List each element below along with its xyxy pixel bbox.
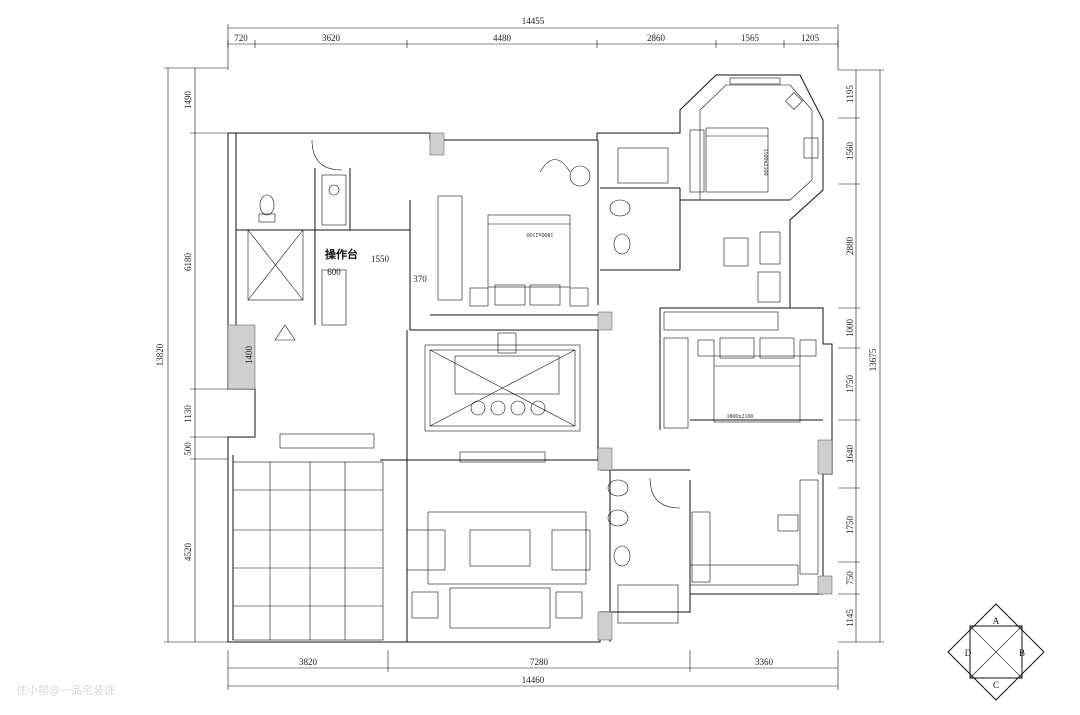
dining-area: [424, 332, 581, 432]
dim-top-seg: 2860: [647, 33, 666, 43]
dim-bottom-seg: 3820: [299, 657, 318, 667]
dim-left-seg: 1130: [183, 405, 193, 423]
interior-walls: [236, 132, 823, 642]
dim-right-total: 13675: [868, 348, 878, 371]
dim-top-seg: 720: [234, 33, 248, 43]
bed-size-label: 1800x2100: [727, 414, 754, 420]
pantry-width-label: 1400: [244, 346, 254, 365]
dim-right-seg: 1000: [845, 319, 855, 338]
living-room: [406, 451, 591, 629]
dim-top-seg: 1205: [801, 33, 820, 43]
dim-bottom-seg: 3360: [755, 657, 774, 667]
dim-top-seg: 1565: [741, 33, 760, 43]
top-dimensions: 14455 720 3620 4480 2860 1565 1205: [227, 16, 839, 70]
dim-bottom-seg: 7280: [530, 657, 549, 667]
watermark: 住小帮@一品宅装饰: [16, 683, 115, 697]
dim-top-seg: 3620: [322, 33, 341, 43]
right-dimensions: 1195 1560 2880 1000 1750 1640 1750 750 1…: [838, 69, 884, 643]
dim-right-seg: 750: [845, 571, 855, 585]
bedroom-1: [437, 159, 591, 307]
dim-right-seg: 1750: [845, 516, 855, 535]
counter-label: 操作台: [325, 247, 358, 261]
left-dimensions: 13820 1490 6180 1130 500 4520: [155, 67, 228, 643]
bottom-dimensions: 3820 7280 3360 14460: [227, 650, 839, 690]
dim-left-seg: 500: [183, 442, 193, 456]
dim-right-seg: 2880: [845, 237, 855, 256]
dim-left-seg: 6180: [183, 253, 193, 272]
compass-d: D: [965, 648, 972, 658]
compass-a: A: [993, 616, 1000, 626]
central-bathroom: [607, 147, 681, 624]
dim-right-seg: 1640: [845, 445, 855, 464]
tatami-room: [232, 433, 384, 641]
compass-rose: A B C D: [947, 603, 1045, 701]
bed-size-label: 1500x2100: [762, 149, 768, 176]
compass-b: B: [1019, 648, 1025, 658]
bath-kitchen: [247, 139, 347, 341]
octagon-bedroom: [689, 77, 819, 201]
master-bedroom: [663, 231, 819, 586]
dim-top-seg: 4480: [493, 33, 512, 43]
bed-size-label: 1800x2100: [527, 231, 554, 237]
compass-c: C: [993, 680, 999, 690]
dim-left-seg: 1490: [183, 91, 193, 110]
dim-right-seg: 1195: [845, 85, 855, 103]
dim-top-total: 14455: [522, 16, 545, 26]
corridor-width-label: 1550: [371, 254, 390, 264]
columns: [227, 132, 833, 641]
closet-width-label: 370: [413, 274, 427, 284]
dim-right-seg: 1145: [845, 609, 855, 627]
dim-left-seg: 4520: [183, 543, 193, 562]
dim-right-seg: 1560: [845, 142, 855, 161]
dim-bottom-total: 14460: [522, 675, 545, 685]
dim-left-total: 13820: [155, 343, 165, 366]
counter-depth-label: 600: [327, 267, 341, 277]
dim-right-seg: 1750: [845, 375, 855, 394]
